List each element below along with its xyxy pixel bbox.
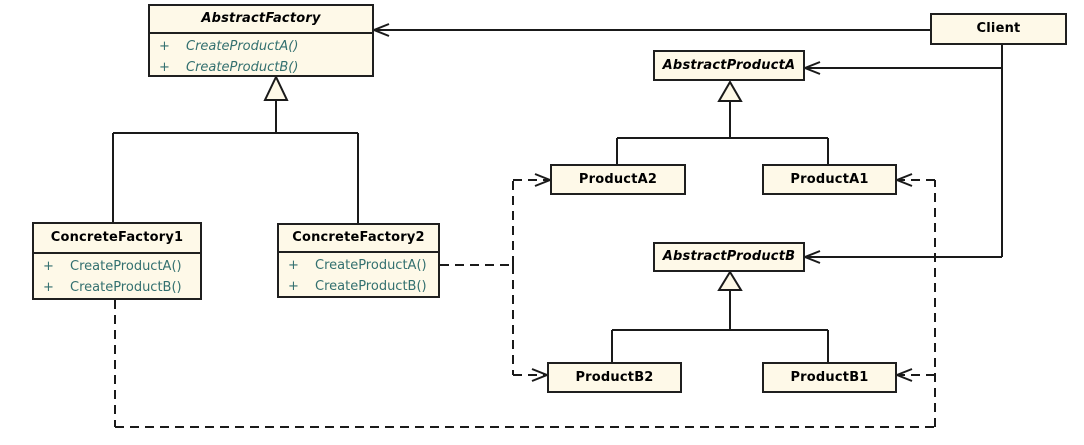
- inheritance-triangle-icon: [717, 80, 743, 102]
- class-title: ProductB1: [790, 370, 869, 385]
- inheritance-triangle-icon: [263, 74, 289, 101]
- class-title: Client: [976, 21, 1021, 36]
- class-title: AbstractProductA: [662, 58, 796, 73]
- dependency-concretefactory2-products: [440, 179, 550, 376]
- method-visibility: +: [288, 258, 299, 273]
- class-title: ConcreteFactory1: [34, 224, 200, 254]
- method-createproductb: + CreateProductB(): [34, 277, 200, 298]
- open-arrowhead-icon: [894, 368, 913, 382]
- method-visibility: +: [159, 60, 170, 75]
- class-product-a1[interactable]: ProductA1: [762, 164, 897, 195]
- class-abstract-product-b[interactable]: AbstractProductB: [653, 242, 805, 272]
- class-client[interactable]: Client: [930, 13, 1067, 45]
- class-methods: + CreateProductA() + CreateProductB(): [279, 253, 438, 297]
- method-signature: CreateProductB(): [186, 60, 299, 75]
- class-title: ProductA1: [790, 172, 869, 187]
- class-title: AbstractProductB: [662, 249, 796, 264]
- generalization-productsa-abstractproducta: [616, 101, 829, 164]
- method-visibility: +: [43, 280, 54, 295]
- class-title: ProductB2: [575, 370, 654, 385]
- dependency-concretefactory1-products: [114, 179, 936, 428]
- class-title: AbstractFactory: [150, 6, 372, 34]
- class-methods: + CreateProductA() + CreateProductB(): [150, 34, 372, 78]
- open-arrowhead-icon: [894, 173, 913, 187]
- open-arrowhead-icon: [534, 173, 553, 187]
- generalization-productsb-abstractproductb: [611, 290, 829, 362]
- method-createproductb: + CreateProductB(): [150, 57, 372, 78]
- method-signature: CreateProductB(): [315, 279, 427, 294]
- method-signature: CreateProductA(): [315, 258, 427, 273]
- method-createproductb: + CreateProductB(): [279, 276, 438, 297]
- open-arrowhead-icon: [802, 250, 821, 264]
- method-visibility: +: [159, 39, 170, 54]
- class-abstract-product-a[interactable]: AbstractProductA: [653, 50, 805, 81]
- method-createproducta: + CreateProductA(): [279, 255, 438, 276]
- method-visibility: +: [288, 279, 299, 294]
- inheritance-triangle-icon: [717, 270, 743, 291]
- class-product-a2[interactable]: ProductA2: [550, 164, 686, 195]
- class-concrete-factory1[interactable]: ConcreteFactory1 + CreateProductA() + Crea…: [32, 222, 202, 300]
- method-signature: CreateProductA(): [186, 39, 299, 54]
- class-product-b1[interactable]: ProductB1: [762, 362, 897, 393]
- class-title: ProductA2: [578, 172, 658, 187]
- method-createproducta: + CreateProductA(): [150, 36, 372, 57]
- method-signature: CreateProductB(): [70, 280, 182, 295]
- open-arrowhead-icon: [371, 23, 390, 37]
- open-arrowhead-icon: [802, 61, 821, 75]
- class-concrete-factory2[interactable]: ConcreteFactory2 + CreateProductA() + Crea…: [277, 223, 440, 298]
- method-visibility: +: [43, 259, 54, 274]
- class-title: ConcreteFactory2: [279, 225, 438, 253]
- class-abstract-factory[interactable]: AbstractFactory + CreateProductA() + Creat…: [148, 4, 374, 77]
- method-signature: CreateProductA(): [70, 259, 182, 274]
- method-createproducta: + CreateProductA(): [34, 256, 200, 277]
- generalization-concretefactories-abstractfactory: [112, 100, 359, 223]
- class-product-b2[interactable]: ProductB2: [547, 362, 682, 393]
- class-methods: + CreateProductA() + CreateProductB(): [34, 254, 200, 298]
